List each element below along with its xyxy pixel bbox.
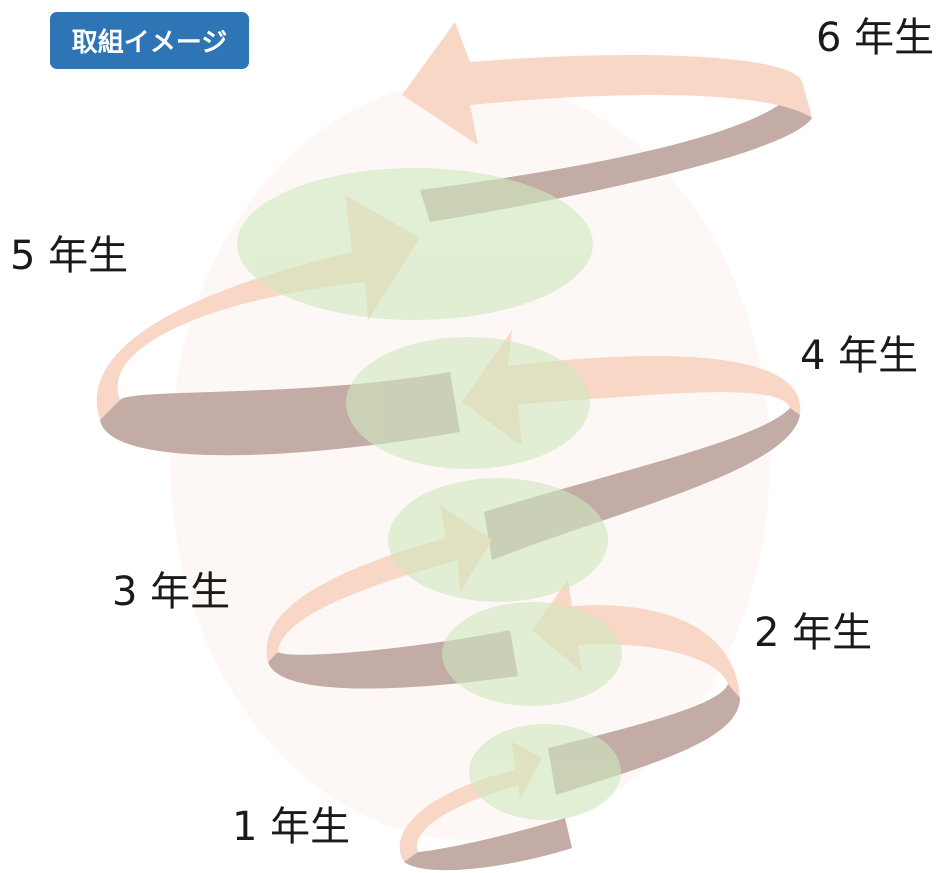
overlap-ellipse-4 [346,337,590,469]
ribbon-1-back [404,818,572,871]
title-badge: 取組イメージ [50,12,249,69]
overlap-ellipse-2 [442,602,622,706]
ribbon-6-front [402,22,812,145]
grade-label-1: 1 年生 [232,804,351,850]
overlap-ellipse-1 [469,724,621,820]
grade-label-2: 2 年生 [754,610,873,656]
grade-label-6: 6 年生 [816,15,935,61]
overlap-ellipse-5 [237,168,593,320]
overlap-ellipse-3 [388,478,608,602]
grade-label-5: 5 年生 [10,233,129,279]
grade-label-4: 4 年生 [800,333,919,379]
ribbon-2-front [532,580,740,698]
ribbon-4-front [462,330,801,446]
grade-label-3: 3 年生 [112,569,231,615]
